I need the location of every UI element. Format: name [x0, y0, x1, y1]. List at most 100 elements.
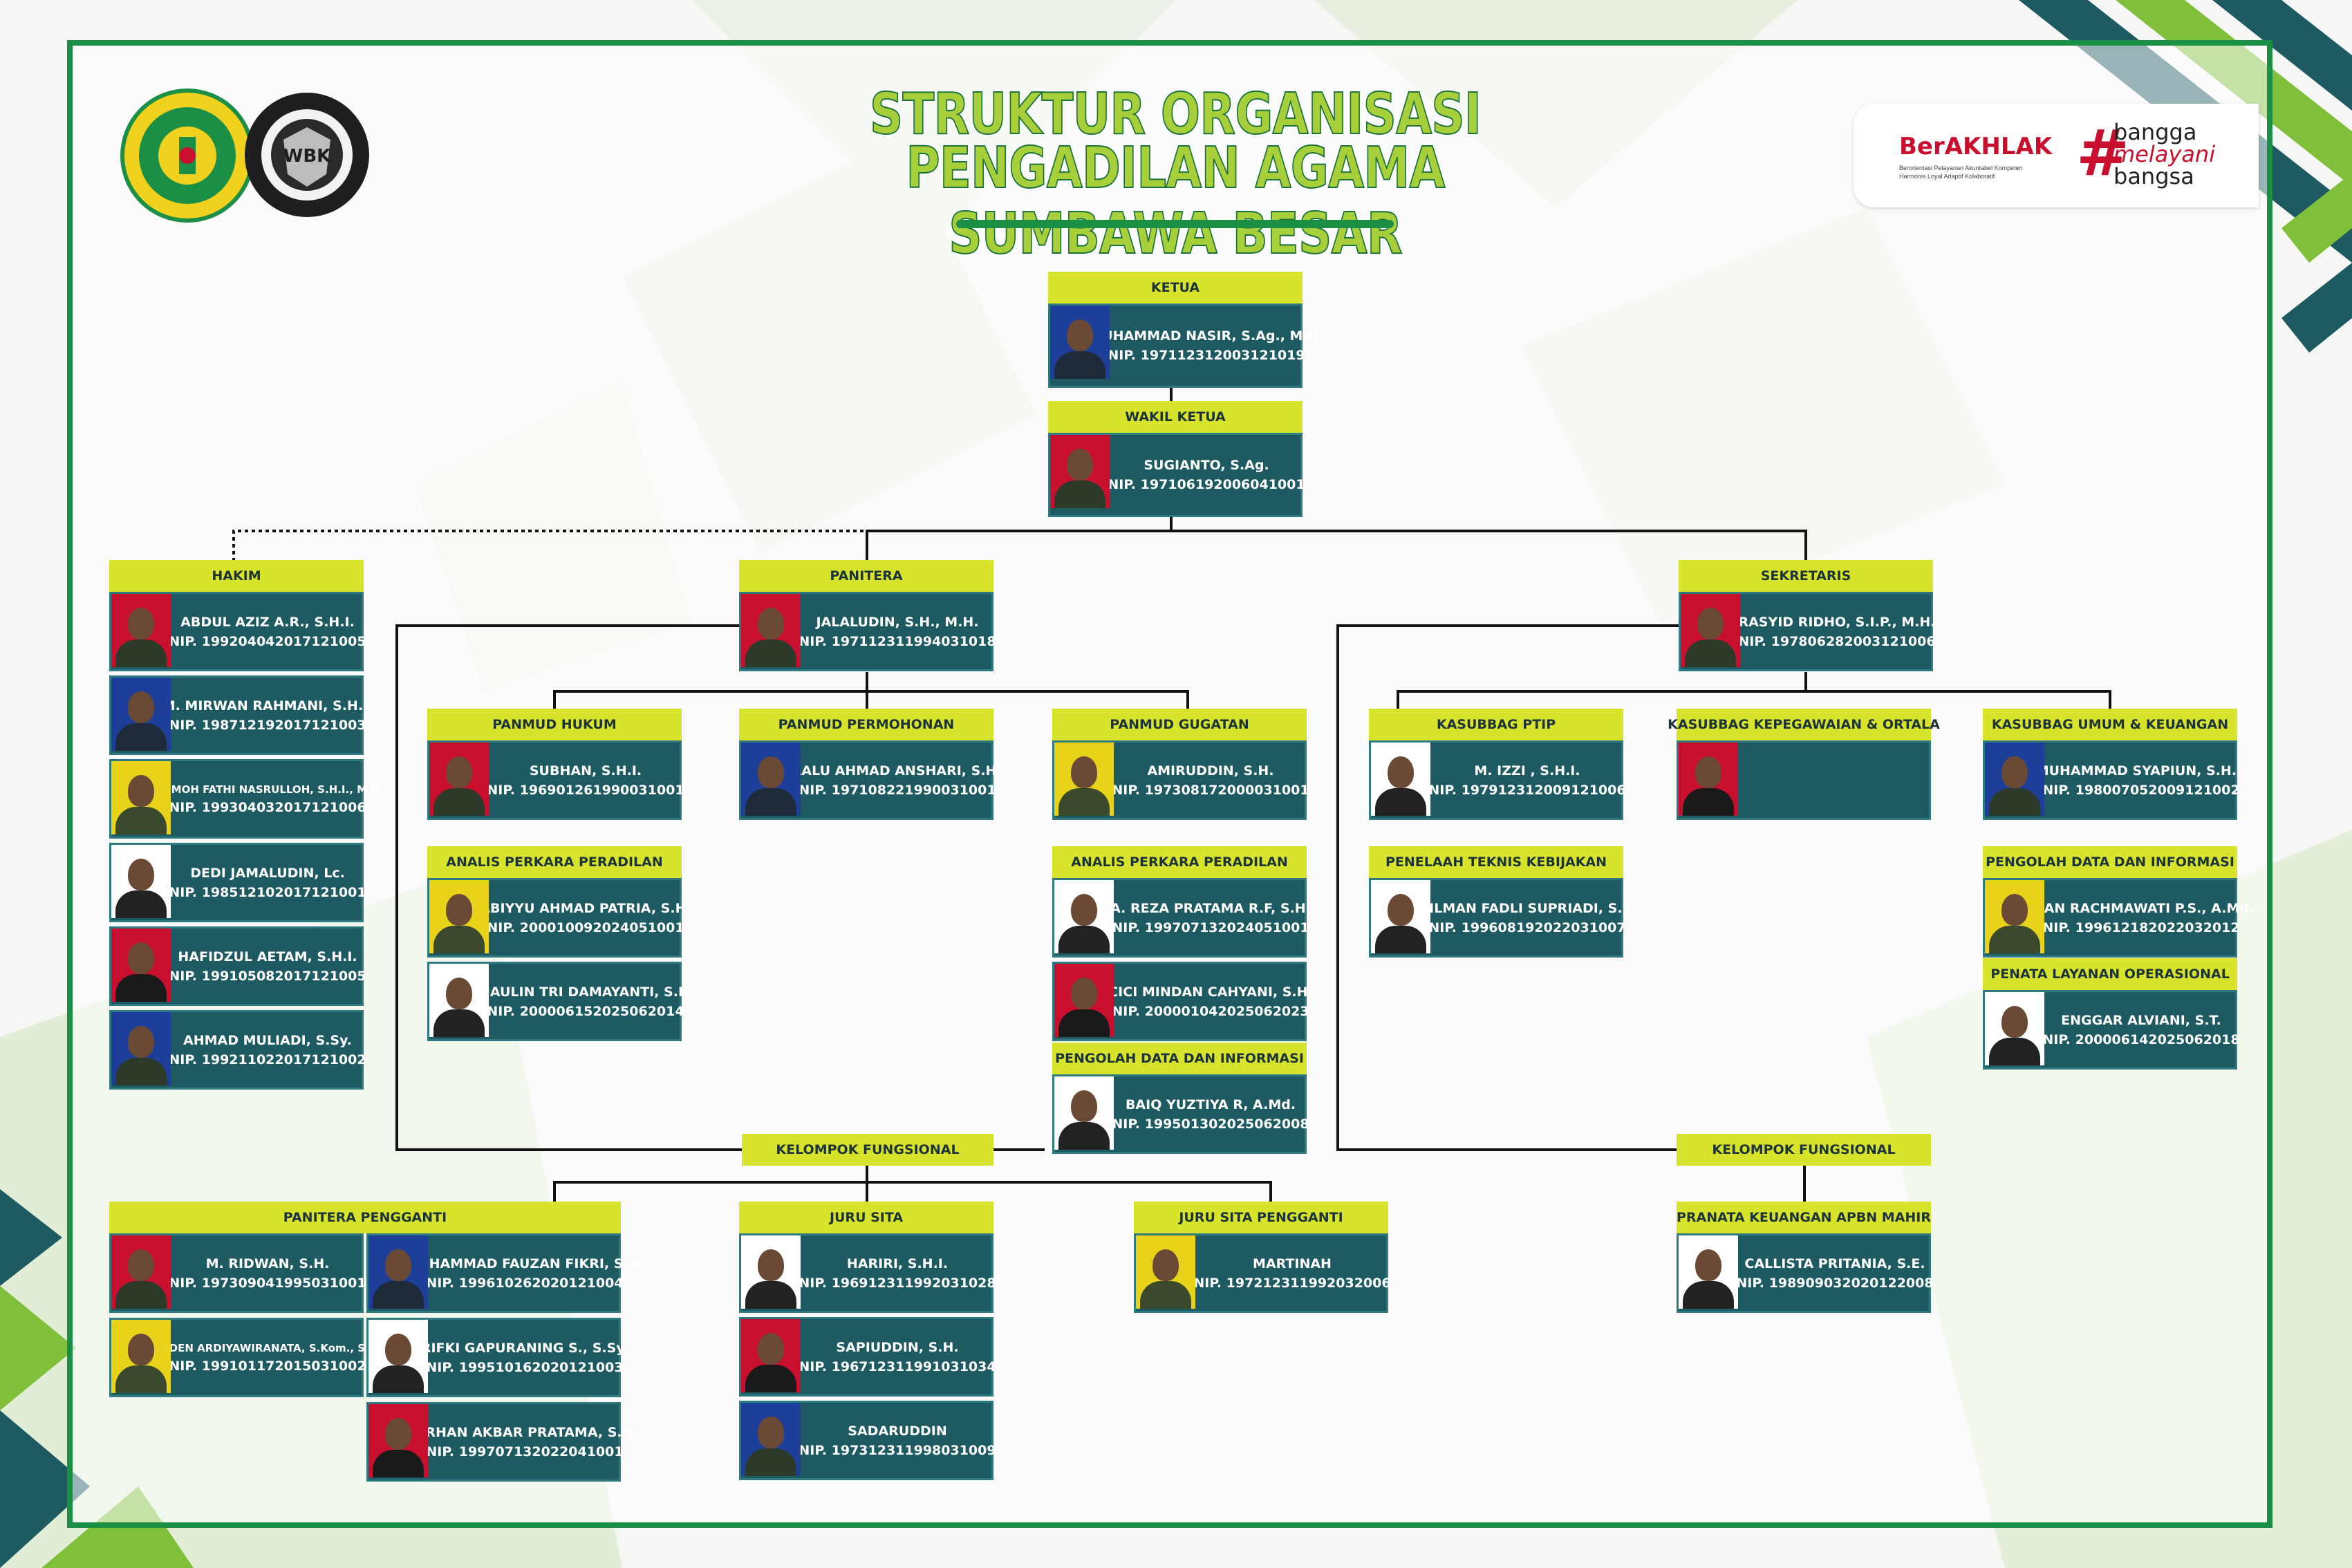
- photo-body: [433, 1009, 485, 1037]
- person-nip: NIP. 199707132022041001: [426, 1444, 624, 1459]
- photo-body: [115, 1365, 167, 1393]
- photo-body: [1058, 926, 1110, 953]
- person-nip: NIP. 200001042025062023: [1112, 1003, 1309, 1019]
- card-pengolah-gugatan-photo: [1054, 1076, 1114, 1150]
- card-hakim-photo: [111, 761, 171, 834]
- person-name: MUHAMMAD FAUZAN FIKRI, S.H.: [405, 1256, 644, 1271]
- photo-body: [115, 640, 167, 667]
- header-panmud-hukum: PANMUD HUKUM: [427, 709, 682, 740]
- page-title-line-2: PENGADILAN AGAMA SUMBAWA BESAR: [906, 135, 1446, 268]
- card-juru-sita-photo: [741, 1235, 801, 1309]
- photo-body: [115, 1058, 167, 1085]
- photo-head: [128, 942, 154, 974]
- card-hakim-photo: [111, 845, 171, 918]
- person-name: BAIQ YUZTIYA R, A.Md.: [1125, 1096, 1296, 1112]
- card-panitera-pengganti-photo: [368, 1235, 428, 1309]
- person-name: ABIYYU AHMAD PATRIA, S.H.: [480, 900, 691, 916]
- photo-body: [745, 1448, 796, 1476]
- person-name: DIAN RACHMAWATI P.S., A.Md.: [2028, 900, 2255, 916]
- person-nip: NIP. 196912311992031028: [799, 1275, 996, 1291]
- person-name: RIFKI GAPURANING S., S.Sy.: [420, 1340, 629, 1356]
- photo-head: [1071, 978, 1097, 1009]
- person-name: HARIRI, S.H.I.: [846, 1256, 949, 1271]
- card-hakim-photo: [111, 678, 171, 751]
- card-sekretaris-photo: [1681, 594, 1740, 667]
- photo-body: [1058, 1009, 1110, 1037]
- header-kasubbag-ptip: KASUBBAG PTIP: [1369, 709, 1623, 740]
- person-nip: NIP. 196901261990031001: [487, 782, 684, 798]
- person-nip: NIP. 197108221990031001: [799, 782, 996, 798]
- photo-body: [745, 788, 796, 816]
- berakhlak-tagline-2: Harmonis Loyal Adaptif Kolaboratif: [1899, 173, 1995, 180]
- card-pengolah-umum-photo: [1985, 880, 2044, 953]
- photo-body: [1054, 480, 1105, 508]
- person-nip: NIP. 198007052009121002: [2042, 782, 2240, 798]
- bangga-line-2: melayani: [2113, 141, 2216, 167]
- title-underline: [956, 220, 1394, 228]
- person-name: SADARUDDIN: [848, 1423, 947, 1439]
- person-name: AHMAD MULIADI, S.Sy.: [183, 1032, 352, 1048]
- person-name: DEDI JAMALUDIN, Lc.: [190, 865, 345, 881]
- photo-head: [1388, 756, 1414, 788]
- header-penelaah: PENELAAH TEKNIS KEBIJAKAN: [1369, 846, 1623, 878]
- card-panmud-gugatan-photo: [1054, 743, 1114, 816]
- photo-head: [128, 1249, 154, 1281]
- corner-chevrons-bottom-left: [0, 1189, 194, 1568]
- photo-head: [2001, 894, 2028, 926]
- photo-body: [373, 1281, 424, 1309]
- card-wakil-ketua-photo: [1050, 435, 1110, 508]
- header-wakil-ketua: WAKIL KETUA: [1048, 401, 1303, 433]
- header-analis-gugatan: ANALIS PERKARA PERADILAN: [1052, 846, 1307, 878]
- photo-head: [128, 859, 154, 890]
- person-name: FIRHAN AKBAR PRATAMA, S.H.: [411, 1424, 638, 1440]
- person-name: Dr. MOH FATHI NASRULLOH, S.H.I., M.H.: [151, 783, 384, 796]
- card-penelaah-photo: [1371, 880, 1430, 953]
- header-pranata: PRANATA KEUANGAN APBN MAHIR: [1677, 1202, 1931, 1233]
- person-nip: NIP. 198909032020122008: [1736, 1275, 1934, 1291]
- card-juru-sita-photo: [741, 1319, 801, 1392]
- photo-body: [1685, 640, 1736, 667]
- person-name: M. IZZI , S.H.I.: [1474, 763, 1580, 778]
- person-name: HILMAN FADLI SUPRIADI, S.E.: [1418, 900, 1636, 916]
- card-panmud-permohonan-photo: [741, 743, 801, 816]
- card-panitera-photo: [741, 594, 801, 667]
- photo-body: [1375, 926, 1426, 953]
- person-name: MARTINAH: [1253, 1256, 1332, 1271]
- header-sekretaris: SEKRETARIS: [1679, 560, 1933, 592]
- photo-head: [128, 1026, 154, 1058]
- person-nip: NIP. 198712192017121003: [169, 717, 366, 733]
- card-panitera-pengganti-photo: [111, 1235, 171, 1309]
- person-nip: NIP. 200006152025062014: [487, 1003, 684, 1019]
- photo-head: [1071, 894, 1097, 926]
- person-name: SAPIUDDIN, S.H.: [836, 1339, 959, 1355]
- photo-head: [128, 775, 154, 807]
- person-name: CALLISTA PRITANIA, S.E.: [1744, 1256, 1925, 1271]
- person-nip: NIP. 200006142025062018: [2042, 1032, 2240, 1047]
- berakhlak-banner: BerAKHLAK Berorientasi Pelayanan Akuntab…: [1854, 104, 2259, 207]
- photo-body: [115, 807, 167, 834]
- card-panmud-hukum-photo: [429, 743, 489, 816]
- photo-head: [1071, 756, 1097, 788]
- person-name: MAULIN TRI DAMAYANTI, S.H.: [476, 984, 695, 1000]
- photo-head: [1152, 1249, 1179, 1281]
- photo-head: [385, 1418, 411, 1450]
- person-name: M. MIRWAN RAHMANI, S.H.I.: [162, 698, 373, 713]
- photo-head: [2001, 756, 2028, 788]
- card-ketua-photo: [1050, 306, 1110, 379]
- photo-body: [1140, 1281, 1191, 1309]
- photo-head: [1695, 1249, 1721, 1281]
- wbk-text: WBK: [283, 146, 331, 167]
- photo-head: [2001, 1006, 2028, 1038]
- card-hakim-photo: [111, 594, 171, 667]
- header-ketua: KETUA: [1048, 272, 1303, 304]
- photo-head: [385, 1249, 411, 1281]
- person-name: A. REZA PRATAMA R.F, S.H.: [1110, 900, 1311, 916]
- person-name: AMIRUDDIN, S.H.: [1147, 763, 1274, 778]
- card-analis-hukum-photo: [429, 880, 489, 953]
- person-nip: NIP. 199608192022031007: [1428, 920, 1626, 935]
- card-kasubbag-ptip-photo: [1371, 743, 1430, 816]
- header-panitera-pengganti: PANITERA PENGGANTI: [109, 1202, 621, 1233]
- court-seal-icon: [120, 88, 254, 223]
- card-kasubbag-umum-photo: [1985, 743, 2044, 816]
